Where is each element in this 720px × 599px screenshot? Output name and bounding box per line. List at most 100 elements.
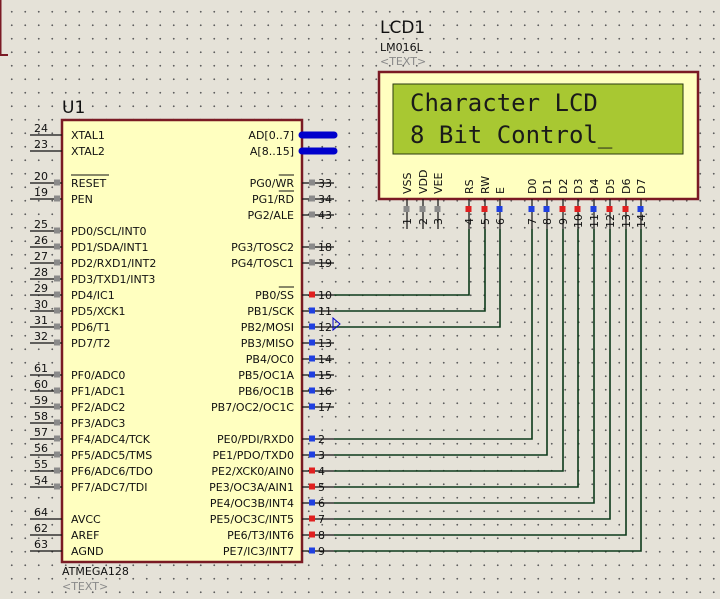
pin-state-marker — [309, 195, 315, 202]
wire-d2[interactable] — [334, 229, 564, 472]
lcd-pin-rw[interactable]: RW5 — [479, 176, 492, 229]
mcu-pin-name: PD6/T1 — [71, 321, 111, 334]
wire-d4[interactable] — [334, 229, 595, 504]
mcu-pin-name: PF2/ADC2 — [71, 401, 125, 414]
lcd-pin-rs[interactable]: RS4 — [463, 179, 476, 229]
mcu-pin-A[8..15][interactable]: A[8..15] — [250, 145, 338, 158]
mcu-body[interactable] — [60, 118, 304, 564]
lcd-component[interactable]: LCD1 LM016L <TEXT> Character LCD 8 Bit C… — [377, 18, 700, 229]
pin-state-marker — [574, 206, 581, 212]
wire-d1[interactable] — [334, 229, 548, 456]
lcd-pin-name: D3 — [572, 179, 585, 194]
lcd-pin-number: 3 — [432, 218, 445, 225]
lcd-pin-d1[interactable]: D18 — [541, 179, 554, 229]
lcd-pin-name: D0 — [526, 179, 539, 194]
pin-state-marker — [309, 547, 315, 554]
lcd-pin-d2[interactable]: D29 — [557, 179, 570, 229]
wire-d5[interactable] — [334, 229, 611, 520]
wire-d6[interactable] — [334, 229, 627, 536]
mcu-pin-number: 2 — [318, 433, 325, 446]
mcu-pin-number: 58 — [34, 410, 48, 423]
wire-rw[interactable] — [334, 229, 486, 312]
mcu-pin-name: PB2/MOSI — [241, 321, 294, 334]
mcu-pin-number: 55 — [34, 458, 48, 471]
mcu-pin-number: 7 — [318, 513, 325, 526]
pin-state-marker — [54, 403, 60, 410]
cursor-arrow-icon — [332, 316, 341, 332]
wire-d0[interactable] — [334, 229, 533, 440]
wire-rs[interactable] — [334, 229, 470, 296]
mcu-pin-number: 54 — [34, 474, 48, 487]
pin-state-marker — [309, 307, 315, 314]
wire-d7[interactable] — [334, 229, 642, 552]
mcu-pin-name: PE3/OC3A/AIN1 — [209, 481, 294, 494]
mcu-pin-number: 63 — [34, 538, 48, 551]
mcu-pin-AD[0..7][interactable]: AD[0..7] — [248, 129, 338, 142]
wire-d3[interactable] — [334, 229, 579, 488]
mcu-pin-number: 56 — [34, 442, 48, 455]
pin-state-marker — [54, 371, 60, 378]
mcu-pin-name: XTAL2 — [71, 145, 105, 158]
lcd-pin-d0[interactable]: D07 — [526, 179, 539, 229]
mcu-pin-number: 11 — [318, 305, 332, 318]
wire-e[interactable] — [334, 229, 501, 328]
pin-state-marker — [481, 206, 488, 212]
mcu-component[interactable]: U1 24XTAL123XTAL220RESET19PEN25PD0/SCL/I… — [30, 98, 338, 593]
mcu-pin-name: PF1/ADC1 — [71, 385, 125, 398]
lcd-pin-e[interactable]: E6 — [494, 187, 507, 229]
pin-state-marker — [309, 211, 315, 218]
